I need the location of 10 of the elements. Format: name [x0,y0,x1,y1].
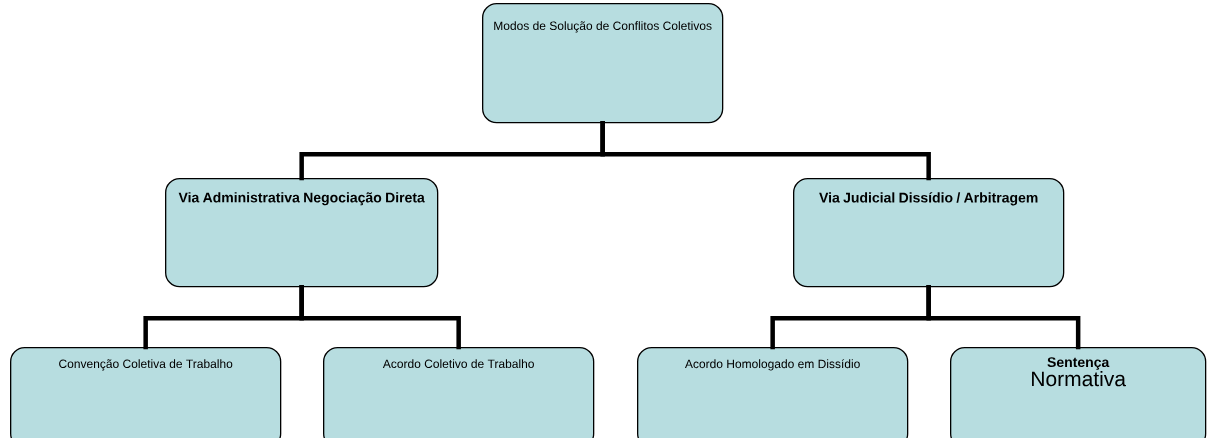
connector [299,285,461,350]
connector [926,285,1081,350]
process-box: Convenção Coletiva de Trabalho [10,347,282,438]
process-box: Modos de Solução de Conflitos Coletivos [482,3,724,124]
process-box: Via Administrativa Negociação Direta [165,178,439,288]
process-box: Via Judicial Dissídio / Arbitragem [793,178,1065,288]
process-box: Acordo Homologado em Dissídio [637,347,909,438]
connector [600,121,931,181]
process-box: Sentença Normativa [950,347,1207,438]
process-box: Acordo Coletivo de Trabalho [323,347,595,438]
